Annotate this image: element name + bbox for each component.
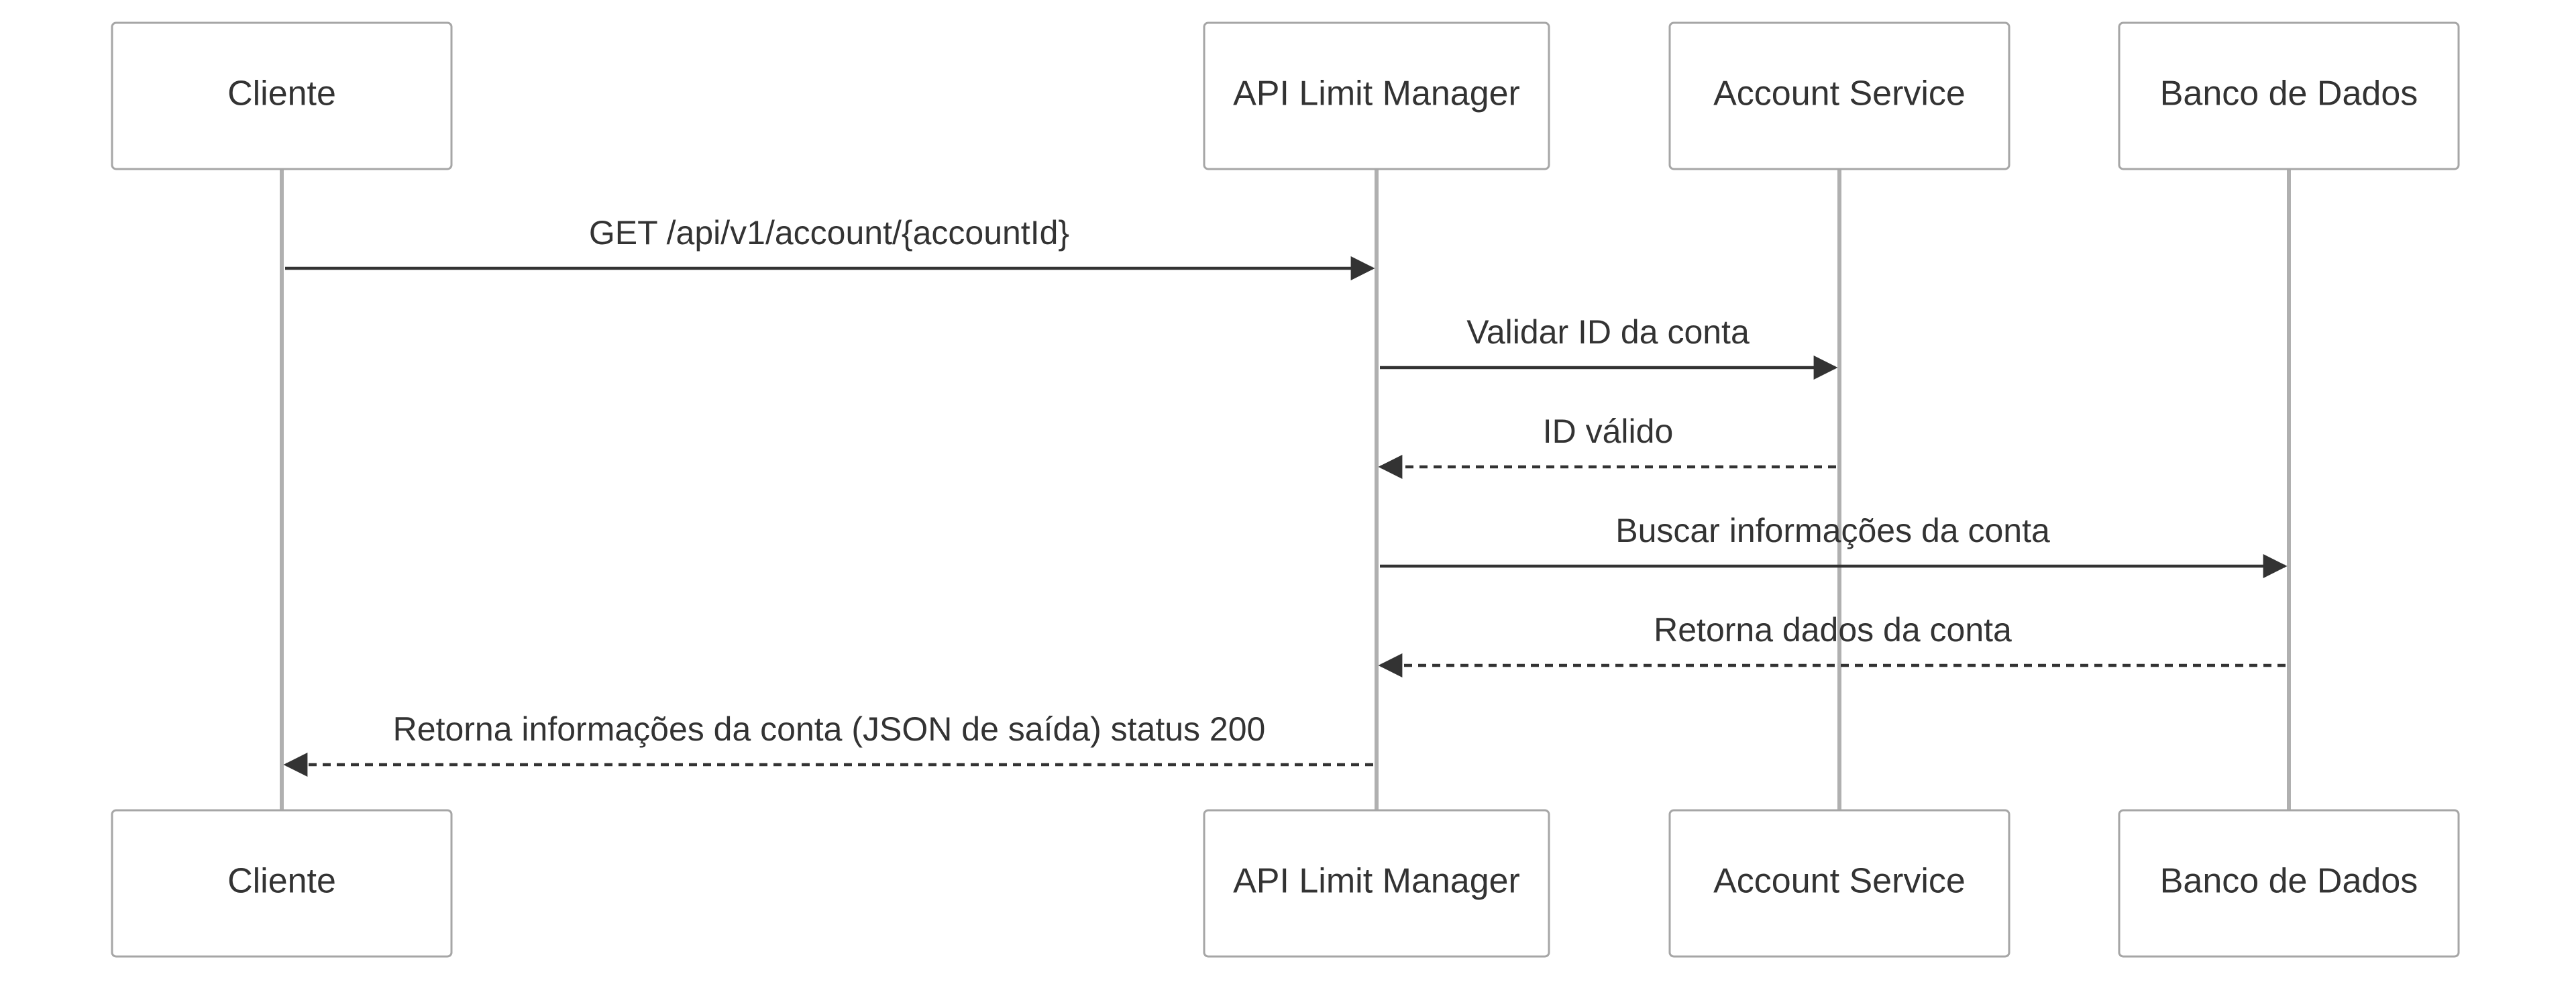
- participant-box: [1668, 21, 2010, 170]
- message-1: GET /api/v1/account/{accountId}: [285, 214, 1375, 280]
- participant-box: [111, 809, 453, 958]
- message-label: GET /api/v1/account/{accountId}: [589, 214, 1069, 252]
- participant-label: Banco de Dados: [2160, 74, 2418, 113]
- participant-label: Account Service: [1713, 74, 1966, 113]
- participant-account-bottom: Account Service: [1668, 809, 2010, 958]
- message-label: ID válido: [1543, 413, 1674, 450]
- participant-box: [1203, 809, 1550, 958]
- participant-cliente-bottom: Cliente: [111, 809, 453, 958]
- message-label: Retorna dados da conta: [1654, 611, 2012, 649]
- participant-api-bottom: API Limit Manager: [1203, 809, 1550, 958]
- participant-account-top: Account Service: [1668, 21, 2010, 170]
- lifelines: [280, 169, 2291, 810]
- participant-label: API Limit Manager: [1233, 862, 1520, 901]
- message-2: Validar ID da conta: [1380, 313, 1838, 380]
- participant-box: [1203, 21, 1550, 170]
- message-label: Validar ID da conta: [1466, 313, 1750, 351]
- message-3: ID válido: [1378, 413, 1836, 479]
- message-6: Retorna informações da conta (JSON de sa…: [283, 710, 1373, 777]
- message-label: Buscar informações da conta: [1615, 512, 2050, 549]
- participant-label: Cliente: [227, 862, 336, 901]
- participant-box: [2118, 21, 2460, 170]
- participant-label: API Limit Manager: [1233, 74, 1520, 113]
- participant-db-bottom: Banco de Dados: [2118, 809, 2460, 958]
- participant-cliente-top: Cliente: [111, 21, 453, 170]
- participant-box: [2118, 809, 2460, 958]
- participant-api-top: API Limit Manager: [1203, 21, 1550, 170]
- messages: GET /api/v1/account/{accountId} Validar I…: [283, 214, 2288, 777]
- participant-label: Account Service: [1713, 862, 1966, 901]
- message-4: Buscar informações da conta: [1380, 512, 2288, 578]
- participant-db-top: Banco de Dados: [2118, 21, 2460, 170]
- message-5: Retorna dados da conta: [1378, 611, 2286, 677]
- participant-box: [1668, 809, 2010, 958]
- participant-box: [111, 21, 453, 170]
- participant-label: Cliente: [227, 74, 336, 113]
- message-label: Retorna informações da conta (JSON de sa…: [393, 710, 1266, 748]
- participant-label: Banco de Dados: [2160, 862, 2418, 901]
